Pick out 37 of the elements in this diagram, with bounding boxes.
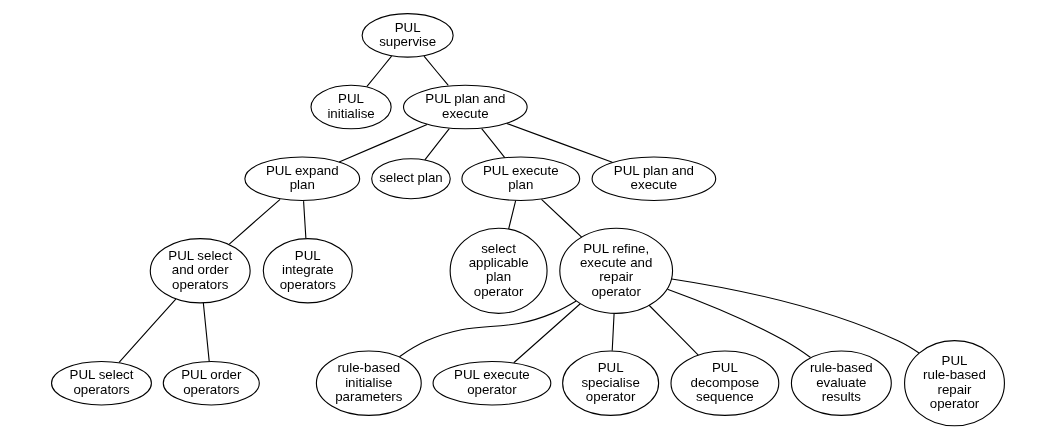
node-ellipse: select plan [370, 157, 451, 199]
node-ellipse: PUL supervise [361, 12, 454, 58]
node-ellipse: rule-based evaluate results [790, 350, 892, 416]
connector [611, 312, 615, 351]
connector [338, 123, 428, 162]
node-ellipse: PUL rule-based repair operator [903, 339, 1005, 426]
node-ellipse: PUL order operators [162, 360, 260, 405]
connector [423, 127, 450, 160]
connector [512, 302, 581, 363]
connector [228, 198, 281, 245]
node-ellipse: rule-based initialise parameters [315, 350, 422, 416]
connector [648, 304, 699, 356]
connector [422, 55, 449, 86]
node-ellipse: PUL specialise operator [561, 350, 659, 416]
connector [670, 277, 920, 354]
node-ellipse: PUL refine, execute and repair operator [558, 227, 673, 314]
connector [202, 301, 210, 362]
connector [480, 127, 505, 158]
connector [118, 298, 176, 363]
node-ellipse: PUL plan and execute [402, 84, 528, 129]
connector [666, 288, 811, 358]
connector [540, 198, 582, 238]
node-ellipse: PUL execute operator [432, 360, 551, 405]
node-ellipse: PUL select operators [50, 360, 152, 405]
node-ellipse: PUL execute plan [460, 155, 580, 201]
node-ellipse: PUL integrate operators [262, 237, 353, 303]
node-ellipse: PUL initialise [309, 84, 392, 129]
node-ellipse: PUL expand plan [243, 155, 360, 201]
node-ellipse: PUL plan and execute [591, 155, 716, 201]
node-ellipse: select applicable plan operator [449, 227, 548, 314]
connector [302, 200, 306, 239]
connector [507, 199, 516, 230]
node-ellipse: PUL decompose sequence [669, 350, 779, 416]
connector [398, 299, 577, 357]
node-ellipse: PUL select and order operators [149, 237, 251, 303]
connector [505, 122, 613, 163]
connector [365, 55, 392, 87]
